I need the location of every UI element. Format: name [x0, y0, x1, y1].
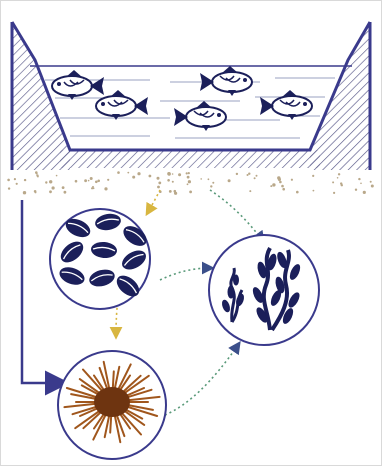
sediment-dot [360, 183, 362, 185]
sediment-dot [137, 172, 140, 175]
arrow-pond-to-urchin [22, 200, 60, 383]
sediment-dot [247, 174, 249, 176]
sediment-dot [107, 179, 109, 181]
sediment-dot [52, 186, 55, 189]
sediment-dot [88, 180, 90, 182]
sediment-dot [64, 191, 67, 194]
sediment-dot [282, 188, 285, 191]
sediment-dot [210, 185, 212, 187]
pond-left-bank [12, 22, 70, 170]
sediment-dot [7, 179, 10, 182]
pond-right-bank [310, 22, 370, 170]
sediment-dot [341, 184, 343, 186]
sediment-dot [169, 190, 172, 193]
sediment-dot [91, 187, 93, 189]
sediment-dot [272, 183, 275, 186]
sediment-dot [337, 177, 339, 179]
sediment-dot [149, 175, 152, 178]
arrow-mussels-to-seaweed [160, 268, 210, 280]
sediment-dot [157, 177, 160, 180]
sediment-dot [49, 180, 52, 183]
sediment-dot [358, 178, 360, 180]
sediment-dot [174, 192, 177, 195]
sediment-dot [256, 175, 258, 177]
sediment-dot [14, 178, 16, 180]
fish-icon [200, 66, 252, 96]
arrow-pond-to-seaweed [210, 190, 262, 240]
fish-pond [12, 22, 370, 170]
sediment-dot [278, 178, 281, 181]
sediment-dot [95, 181, 98, 184]
sediment-dot [228, 179, 231, 182]
sediment-dot [157, 186, 160, 189]
sediment-dot [37, 176, 39, 178]
sediment-dot [372, 186, 374, 188]
sediment-dot [45, 181, 47, 183]
sediment-dot [84, 179, 87, 182]
sediment-dot [254, 177, 256, 179]
sediment-dot [248, 173, 250, 175]
sediment-dot [117, 171, 120, 174]
sediment-dot [363, 191, 366, 194]
sediment-dot [167, 179, 170, 182]
sediment-dot [333, 192, 335, 194]
fish-icon [52, 70, 104, 100]
sediment-dot [8, 187, 10, 189]
sediment-dot [24, 179, 26, 181]
sediment-dot [186, 172, 188, 174]
sediment-dot [23, 191, 26, 194]
sediment-dot [279, 181, 282, 184]
sediment-dot [75, 180, 78, 183]
sediment-dot [172, 181, 174, 183]
sediment-dot [296, 191, 299, 194]
sediment-dot [56, 175, 58, 177]
sediment-dot [212, 182, 214, 184]
fish-icon [174, 101, 226, 131]
sediment-dot [90, 177, 93, 180]
arrow-pond-to-mussels [148, 190, 160, 212]
seaweed-node [209, 235, 319, 345]
sediment-dot [187, 183, 189, 185]
sediment-dot [313, 190, 315, 192]
sediment-dot [332, 181, 334, 183]
sediment-dot [132, 176, 135, 179]
sediment-dot [370, 181, 372, 183]
sediment-dot [270, 185, 272, 187]
sediment-dot [249, 190, 251, 192]
arrow-urchin-to-seaweed [165, 345, 238, 415]
sediment-dot [200, 178, 202, 180]
sediment-dots [7, 171, 374, 195]
sediment-dot [236, 173, 238, 175]
sediment-dot [188, 172, 190, 174]
sediment-dot [208, 178, 210, 180]
sediment-dot [97, 180, 100, 183]
sediment-dot [281, 185, 284, 188]
sediment-dot [188, 180, 191, 183]
sediment-dot [189, 191, 192, 194]
urchin-node [58, 351, 166, 459]
sediment-dot [312, 175, 314, 177]
sediment-dot [36, 173, 38, 175]
pond-bottom-hatch [60, 150, 320, 168]
mussels-node [50, 209, 150, 309]
sediment-dot [158, 182, 161, 185]
sediment-dot [291, 179, 293, 181]
sediment-dot [127, 172, 129, 174]
sediment-dot [62, 186, 65, 189]
sediment-dot [187, 176, 190, 179]
sediment-dot [104, 187, 107, 190]
sediment-dot [167, 172, 170, 175]
sediment-dot [355, 189, 357, 191]
sediment-dot [16, 183, 18, 185]
sediment-dot [178, 173, 181, 176]
urchin-body [94, 387, 130, 417]
sediment-dot [172, 173, 174, 175]
sediment-dot [35, 191, 37, 193]
sediment-dot [49, 190, 52, 193]
sediment-dot [338, 173, 340, 175]
